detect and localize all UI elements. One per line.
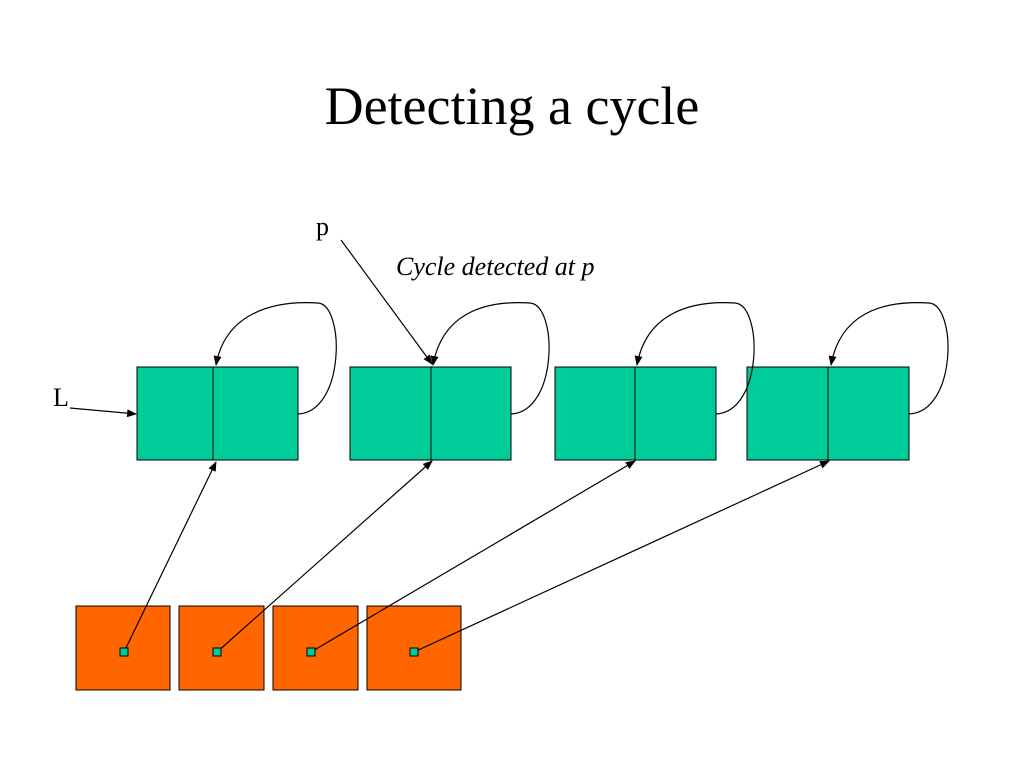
pointer-dot-4 (409, 647, 419, 657)
slide-title: Detecting a cycle (324, 76, 700, 136)
self-loop-arrow-2 (430, 302, 550, 415)
pointer-label: p (316, 212, 329, 241)
list-head-label: L (53, 383, 69, 412)
self-loop-arrow-3 (634, 302, 755, 415)
array-pointer-arrow-3 (310, 460, 636, 653)
pointer-dot-2 (212, 647, 222, 657)
pointer-dot-1 (119, 647, 129, 657)
array-pointer-arrow-4 (413, 460, 830, 653)
list-head-arrow (69, 407, 137, 418)
list-node-1 (136, 366, 299, 461)
pointer-arrow (340, 239, 433, 365)
annotation-text: Cycle detected at p (396, 252, 595, 281)
list-node-4 (746, 366, 910, 461)
pointer-dot-3 (306, 647, 316, 657)
self-loop-arrow-4 (828, 302, 949, 415)
list-node-3 (554, 366, 717, 461)
array-pointer-arrow-2 (216, 460, 433, 653)
array-pointer-arrow-1 (123, 461, 217, 653)
self-loop-arrow-1 (213, 302, 337, 415)
list-node-2 (349, 366, 512, 461)
